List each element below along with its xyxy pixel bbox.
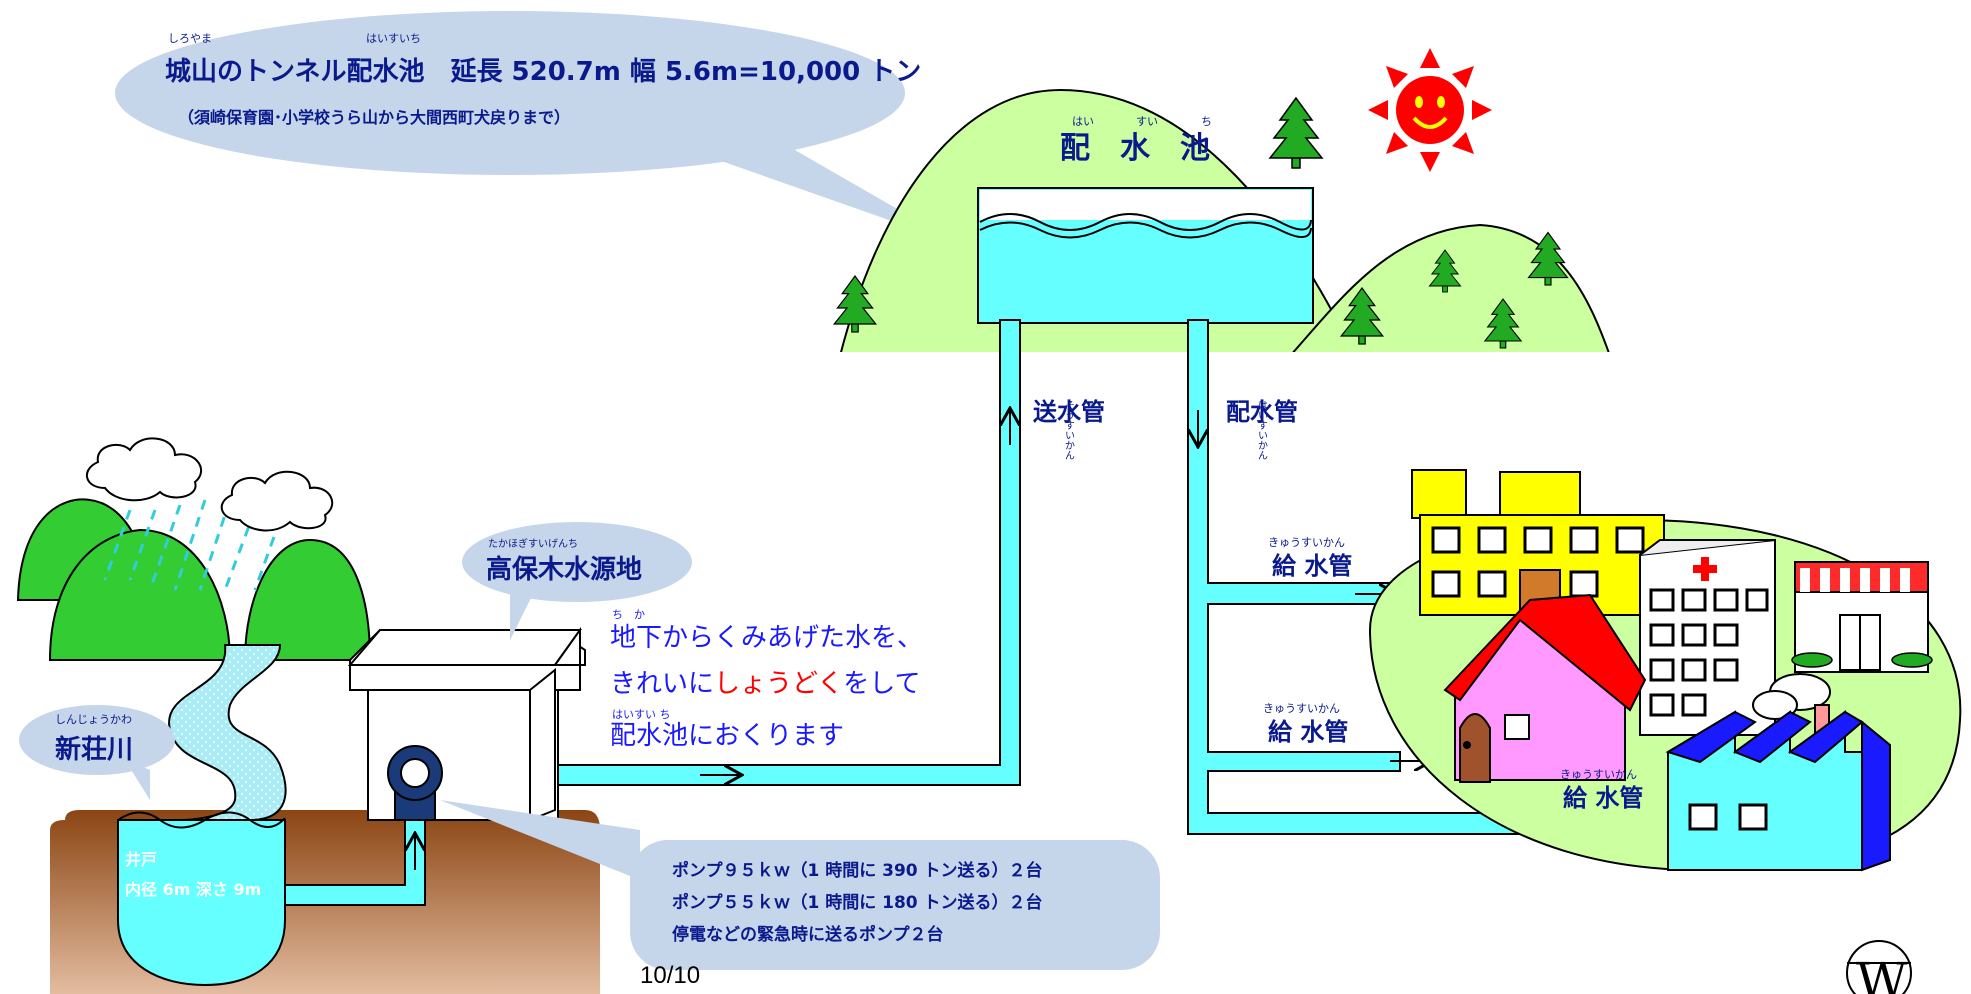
supply-label: 給 水管 [1272,552,1352,580]
pump-icon [387,745,443,821]
description-line-3: 配水池におくります [610,721,844,751]
transmission-pipe-label: 送水管 そうすいかん [1033,398,1105,460]
distribution-pipe-label: 配水管 はいすいかん [1226,398,1298,460]
description-line-2: きれいにしょうどくをして [610,669,920,699]
supply-label: 給 水管 [1268,718,1348,746]
source-label: 高保木水源地 [486,554,642,585]
source-ruby: たかほぎすいげんち [488,537,578,550]
school-building [1411,469,1665,616]
pine-tree-icon [1527,231,1569,286]
pine-tree-icon [832,274,878,333]
reservoir-ruby-3: ち [1201,115,1212,128]
logo-icon: W [1846,940,1912,994]
river-label: 新荘川 [55,734,133,765]
well: 井戸 内径 6m 深さ 9m [117,811,286,987]
logo-letter: W [1856,952,1908,994]
pump-spec-2: ポンプ５５ｋｗ（1 時間に 180 トン送る）２台 [672,892,1043,913]
reservoir-ruby-1: はい [1072,115,1094,128]
pump-spec-1: ポンプ９５ｋｗ（1 時間に 390 トン送る）２台 [672,860,1043,881]
distribution-ruby: はいすいかん [1256,400,1268,460]
supply-pipe-label: きゅうすいかん 給 水管 [1268,536,1352,580]
transmission-ruby: そうすいかん [1063,400,1075,460]
sun-icon [1368,48,1492,172]
source-callout: たかほぎすいげんち 高保木水源地 [462,522,692,640]
tunnel-callout-subtitle: （須崎保育園･小学校うら山から大間西町犬戻りまで） [178,108,570,127]
supply-pipe-label: きゅうすいかん 給 水管 [1263,702,1348,746]
description-line-1: 地下からくみあげた水を、 [610,623,923,653]
factory-building [1665,673,1891,872]
mountains [16,498,372,661]
reservoir-tank [977,187,1314,324]
river [168,644,287,821]
pine-tree-icon [1268,96,1324,169]
rain [103,499,282,591]
tunnel-callout-tail [680,130,960,245]
tunnel-callout: しろやま はいすいち 城山のトンネル配水池 延長 520.7m 幅 5.6m=1… [115,11,960,245]
well-dimensions: 内径 6m 深さ 9m [125,880,261,899]
river-ruby: しんじょうかわ [55,713,132,726]
distribution-label: 配水管 [1226,398,1298,426]
pump-callout: ポンプ９５ｋｗ（1 時間に 390 トン送る）２台 ポンプ５５ｋｗ（1 時間に … [440,800,1160,970]
cloud-icon [86,437,202,502]
reservoir-title: 配 水 池 [1060,131,1210,166]
pump-house [347,626,586,822]
pine-tree-icon [1428,249,1462,293]
tunnel-ruby-haisuichi: はいすいち [366,32,421,45]
tunnel-callout-bubble [115,11,905,175]
description-ruby-haisuichi: はいすい ち [612,708,671,721]
river-callout: しんじょうかわ 新荘川 [19,705,175,800]
cloud-icon [220,470,334,532]
reservoir-ruby-2: すい [1136,115,1158,128]
pine-tree-icon [1483,298,1523,349]
house-building [1443,593,1647,783]
tunnel-callout-title: 城山のトンネル配水池 延長 520.7m 幅 5.6m=10,000 トン [165,57,921,87]
source-description: ち か 地下からくみあげた水を、 きれいにしょうどくをして はいすい ち 配水池… [610,608,923,751]
description-ruby-chika: ち か [612,608,645,621]
page-number: 10/10 [640,962,700,989]
supply-ruby: きゅうすいかん [1268,536,1345,549]
shop-building [1791,561,1933,673]
supply-pipe-label: きゅうすいかん 給 水管 [1560,768,1643,812]
tunnel-ruby-shiroyama: しろやま [168,32,212,45]
supply-ruby: きゅうすいかん [1263,702,1340,715]
pump-spec-3: 停電などの緊急時に送るポンプ２台 [672,924,944,945]
small-hill [1287,223,1612,357]
hospital-building [1639,538,1776,736]
supply-label: 給 水管 [1563,784,1643,812]
pine-tree-icon [1339,286,1385,345]
well-label: 井戸 [125,850,157,869]
reservoir-label: はい すい ち 配 水 池 [1060,115,1212,166]
supply-ruby: きゅうすいかん [1560,768,1637,781]
transmission-label: 送水管 [1033,398,1105,426]
